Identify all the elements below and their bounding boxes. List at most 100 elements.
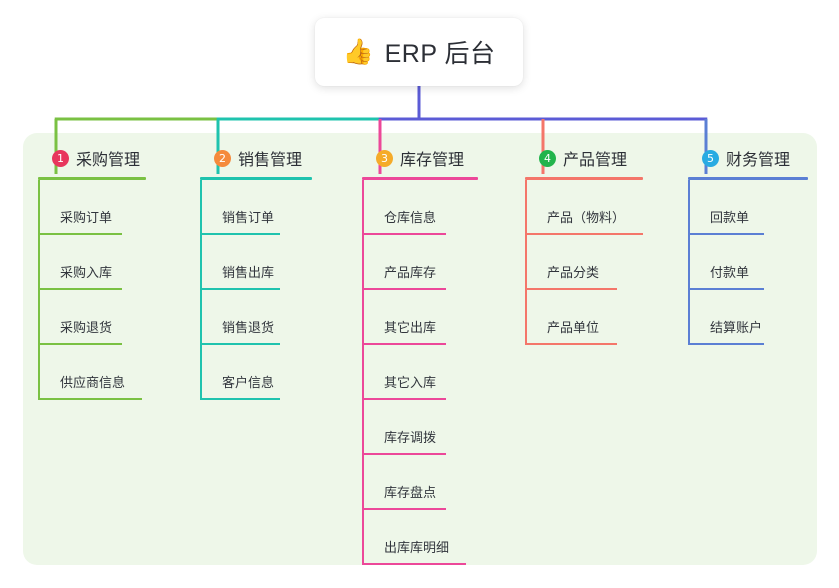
branch-item[interactable]: 产品库存	[362, 235, 512, 290]
branch-item-rule	[362, 563, 466, 565]
branch-item[interactable]: 产品单位	[525, 290, 685, 345]
branch-item-rule	[362, 288, 446, 290]
branch-item-rule	[362, 343, 446, 345]
branch-item-label: 库存盘点	[384, 485, 437, 500]
branch-item-label: 采购订单	[60, 210, 113, 225]
branch-item-list: 销售订单销售出库销售退货客户信息	[200, 180, 350, 400]
branch-item[interactable]: 销售订单	[200, 180, 350, 235]
branch-item-label: 其它出库	[384, 320, 437, 335]
branch-spine	[688, 180, 690, 345]
branch-column-4: 4 产品管理产品（物料） 产品分类产品单位	[525, 145, 685, 345]
branches-panel	[23, 133, 817, 565]
branch-number-badge: 5	[702, 149, 719, 167]
branch-header-1[interactable]: 1 采购管理	[38, 145, 188, 171]
branch-item-rule	[200, 288, 280, 290]
branch-item-rule	[38, 398, 142, 400]
branch-item[interactable]: 结算账户	[688, 290, 833, 345]
branch-number-badge: 4	[539, 149, 556, 167]
branch-item-list: 产品（物料） 产品分类产品单位	[525, 180, 685, 345]
branch-item-label: 销售退货	[222, 320, 275, 335]
branch-item-label: 库存调拨	[384, 430, 437, 445]
branch-title: 库存管理	[400, 152, 465, 169]
branch-item[interactable]: 供应商信息	[38, 345, 188, 400]
branch-item[interactable]: 采购退货	[38, 290, 188, 345]
branch-spine	[38, 180, 40, 400]
branch-item-label: 其它入库	[384, 375, 437, 390]
root-node[interactable]: 👍 ERP 后台	[315, 18, 523, 86]
branch-item-label: 出库库明细	[384, 540, 450, 555]
branch-spine	[200, 180, 202, 400]
branch-title: 产品管理	[563, 152, 628, 169]
branch-header-5[interactable]: 5 财务管理	[688, 145, 833, 171]
branch-item-rule	[38, 233, 122, 235]
branch-number-badge: 2	[214, 149, 231, 167]
branch-header-3[interactable]: 3 库存管理	[362, 145, 512, 171]
branch-item-label: 结算账户	[710, 320, 763, 335]
branch-item-rule	[200, 233, 280, 235]
branch-header-rule	[38, 177, 146, 180]
branch-item-rule	[362, 453, 446, 455]
thumbs-up-icon: 👍	[342, 37, 374, 66]
branch-item[interactable]: 库存调拨	[362, 400, 512, 455]
branch-number-badge: 1	[52, 149, 69, 167]
branch-item-rule	[200, 398, 280, 400]
branch-item[interactable]: 销售退货	[200, 290, 350, 345]
branch-title: 财务管理	[726, 152, 791, 169]
branch-item-list: 仓库信息产品库存其它出库其它入库库存调拨库存盘点出库库明细	[362, 180, 512, 565]
branch-item-label: 产品单位	[547, 320, 600, 335]
branch-column-1: 1 采购管理采购订单采购入库采购退货供应商信息	[38, 145, 188, 400]
branch-item[interactable]: 销售出库	[200, 235, 350, 290]
branch-item-label: 采购退货	[60, 320, 113, 335]
branch-item-label: 产品库存	[384, 265, 437, 280]
branch-item-label: 回款单	[710, 210, 750, 225]
branch-item-rule	[38, 343, 122, 345]
branch-item-rule	[525, 288, 617, 290]
branch-item[interactable]: 付款单	[688, 235, 833, 290]
branch-item-label: 付款单	[710, 265, 750, 280]
branch-title: 采购管理	[76, 152, 141, 169]
branch-item[interactable]: 回款单	[688, 180, 833, 235]
branch-item-rule	[688, 288, 764, 290]
branch-header-rule	[688, 177, 808, 180]
branch-item-label: 销售订单	[222, 210, 275, 225]
branch-item-label: 客户信息	[222, 375, 275, 390]
branch-item[interactable]: 采购入库	[38, 235, 188, 290]
branch-item[interactable]: 仓库信息	[362, 180, 512, 235]
branch-item-rule	[362, 233, 446, 235]
branch-item-rule	[525, 233, 643, 235]
branch-column-3: 3 库存管理仓库信息产品库存其它出库其它入库库存调拨库存盘点出库库明细	[362, 145, 512, 565]
branch-item-rule	[38, 288, 122, 290]
branch-spine	[362, 180, 364, 565]
branch-item[interactable]: 客户信息	[200, 345, 350, 400]
branch-column-5: 5 财务管理回款单付款单结算账户	[688, 145, 833, 345]
branch-item[interactable]: 产品（物料）	[525, 180, 685, 235]
branch-item[interactable]: 出库库明细	[362, 510, 512, 565]
branch-item[interactable]: 库存盘点	[362, 455, 512, 510]
branch-header-rule	[362, 177, 478, 180]
branch-header-4[interactable]: 4 产品管理	[525, 145, 685, 171]
branch-item-label: 销售出库	[222, 265, 275, 280]
root-title: ERP 后台	[384, 40, 496, 68]
branch-item-list: 采购订单采购入库采购退货供应商信息	[38, 180, 188, 400]
branch-item-rule	[362, 508, 446, 510]
branch-item-rule	[362, 398, 446, 400]
branch-spine	[525, 180, 527, 345]
branch-item-rule	[525, 343, 617, 345]
branch-item-rule	[200, 343, 280, 345]
branch-item-label: 产品分类	[547, 265, 600, 280]
branch-header-2[interactable]: 2 销售管理	[200, 145, 350, 171]
branch-column-2: 2 销售管理销售订单销售出库销售退货客户信息	[200, 145, 350, 400]
branch-item[interactable]: 其它入库	[362, 345, 512, 400]
branch-item-label: 采购入库	[60, 265, 113, 280]
branch-item-label: 供应商信息	[60, 375, 126, 390]
branch-number-badge: 3	[376, 149, 393, 167]
branch-header-rule	[525, 177, 643, 180]
branch-item[interactable]: 采购订单	[38, 180, 188, 235]
branch-item[interactable]: 产品分类	[525, 235, 685, 290]
branch-item-rule	[688, 233, 764, 235]
branch-title: 销售管理	[238, 152, 303, 169]
branch-item-label: 产品（物料）	[547, 210, 626, 225]
branch-header-rule	[200, 177, 312, 180]
branch-item[interactable]: 其它出库	[362, 290, 512, 345]
